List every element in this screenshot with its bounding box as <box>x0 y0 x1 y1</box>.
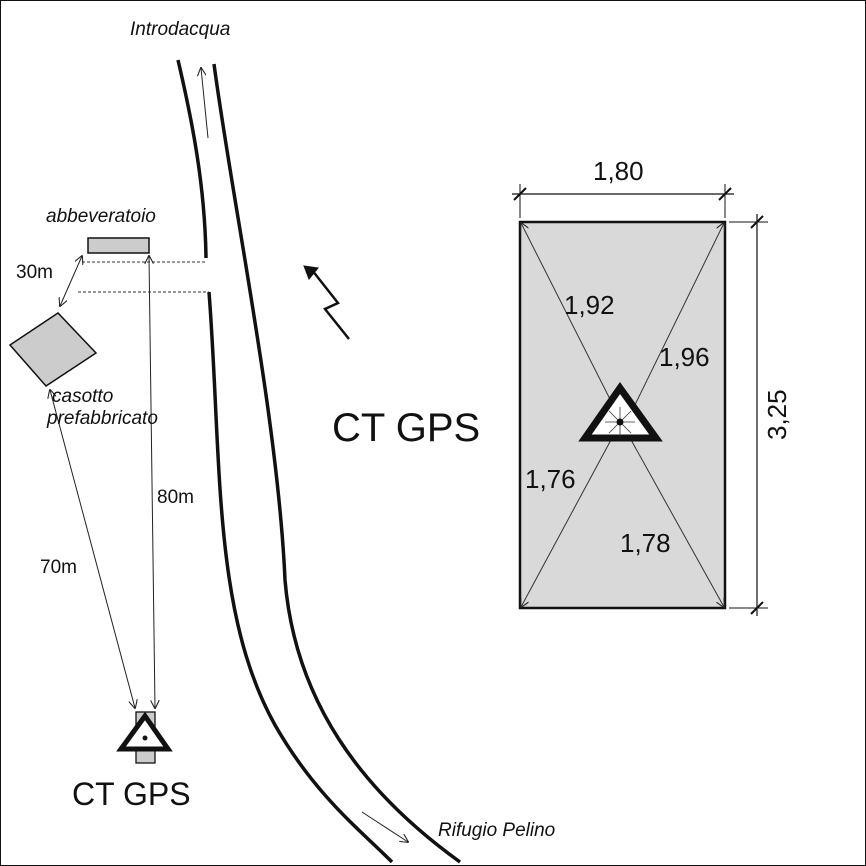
ct-gps-station-small <box>116 711 173 764</box>
road-arrow-up <box>201 68 209 139</box>
label-width: 1,80 <box>593 156 644 186</box>
label-diag-top-right: 1,96 <box>659 342 710 372</box>
diag-top-right <box>629 223 724 416</box>
triangle-station-icon <box>116 711 173 752</box>
measure-30m <box>60 256 82 306</box>
road <box>176 59 462 864</box>
label-diag-bottom-left: 1,76 <box>525 464 576 494</box>
label-70m: 70m <box>40 557 77 578</box>
casotto-shape <box>8 312 98 387</box>
diag-bottom-left <box>521 437 613 607</box>
road-right-edge <box>212 63 462 864</box>
diag-bottom-right <box>629 437 724 607</box>
label-rifugio-pelino: Rifugio Pelino <box>438 820 555 841</box>
label-abbeveratoio: abbeveratoio <box>46 206 156 227</box>
label-diag-bottom-right: 1,78 <box>620 528 671 558</box>
dim-height-tick-top <box>750 215 764 229</box>
label-ct-gps-small: CT GPS <box>72 776 191 812</box>
abbeveratoio-shape <box>87 237 150 254</box>
label-introdacqua: Introdacqua <box>130 19 230 40</box>
road-left-edge-lower <box>207 291 394 864</box>
detail-drawing <box>512 184 768 616</box>
road-arrow-down <box>361 811 408 842</box>
label-casotto: casotto <box>52 386 113 407</box>
diag-top-left <box>521 223 619 416</box>
station-center-dot <box>616 418 624 426</box>
label-prefabbricato: prefabbricato <box>46 408 158 429</box>
dim-width-tick-left <box>513 187 527 201</box>
triangle-station-icon <box>578 381 663 442</box>
measure-80m <box>149 256 155 708</box>
label-30m: 30m <box>16 262 53 283</box>
north-arrow-icon <box>303 265 350 340</box>
dim-width-tick-right <box>718 187 732 201</box>
station-center-dot <box>142 735 148 741</box>
label-80m: 80m <box>157 487 194 508</box>
label-diag-top-left: 1,92 <box>564 290 615 320</box>
measure-70m <box>50 390 135 708</box>
road-left-edge <box>176 59 208 259</box>
label-ct-gps-large: CT GPS <box>332 406 480 450</box>
dim-height-tick-bottom <box>750 601 764 615</box>
label-height: 3,25 <box>762 389 792 440</box>
